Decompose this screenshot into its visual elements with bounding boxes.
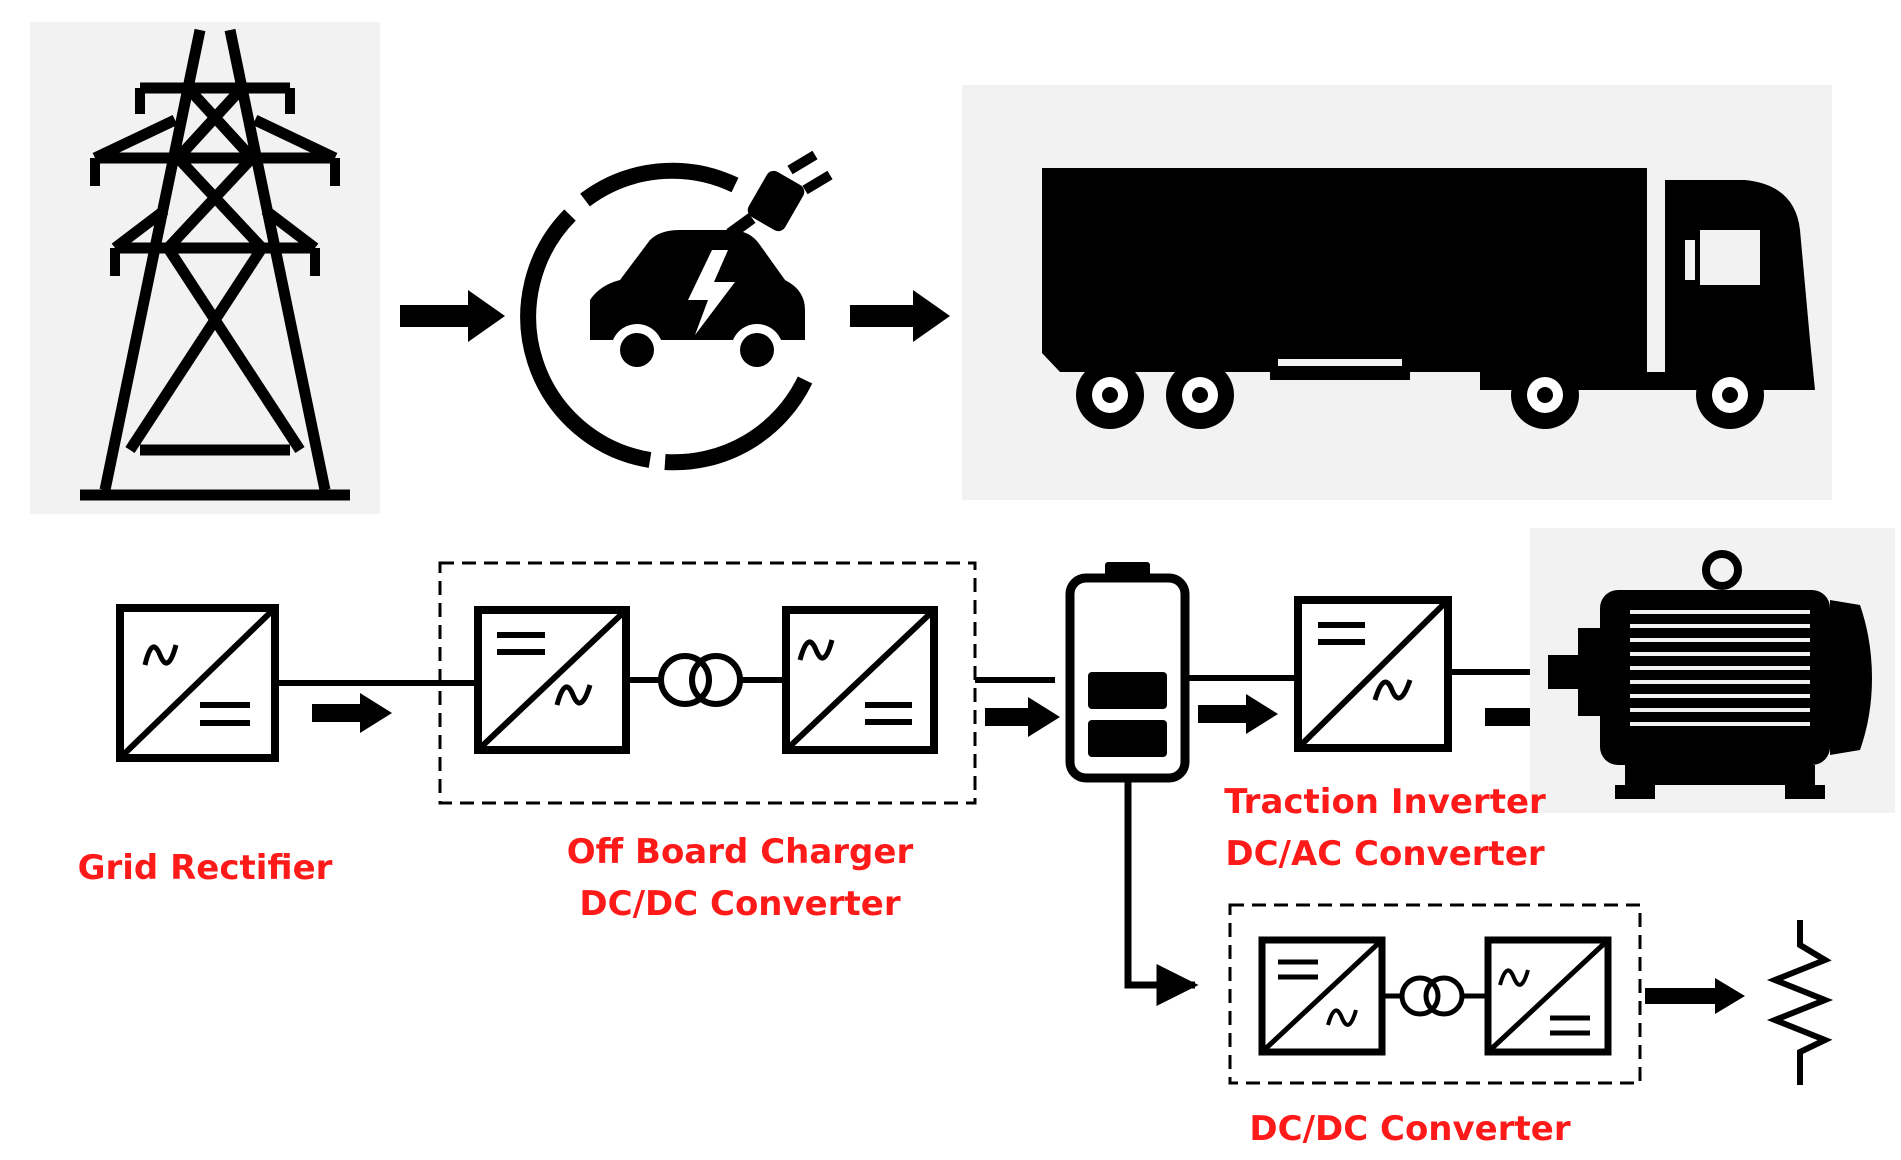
dcdc-converter-group xyxy=(1228,903,1642,1085)
label-off-board-charger-line1: Off Board Charger xyxy=(566,832,914,872)
resistor-icon xyxy=(1766,920,1834,1085)
label-off-board-charger-line2: DC/DC Converter xyxy=(579,884,901,924)
arrow-dcdc-to-load xyxy=(1645,978,1745,1014)
ev-charging-icon xyxy=(520,150,833,471)
arrow-grid-to-charger xyxy=(400,290,505,342)
label-traction-inverter-line1: Traction Inverter xyxy=(1224,782,1546,822)
grid-rectifier-block xyxy=(116,604,279,762)
arrow-charger-to-truck xyxy=(850,290,950,342)
arrow-charger-to-battery xyxy=(985,697,1060,737)
label-traction-inverter: Traction Inverter DC/AC Converter xyxy=(1185,776,1585,880)
truck-icon xyxy=(962,85,1832,500)
label-traction-inverter-line2: DC/AC Converter xyxy=(1225,834,1545,874)
ac-wave-icon xyxy=(142,644,179,666)
battery-icon xyxy=(1065,562,1190,783)
label-off-board-charger: Off Board Charger DC/DC Converter xyxy=(540,826,940,930)
arrow-rectifier-to-charger xyxy=(312,693,392,733)
label-dcdc-converter: DC/DC Converter xyxy=(1249,1109,1571,1149)
transformer-icon xyxy=(658,653,743,707)
label-grid-rectifier: Grid Rectifier xyxy=(77,848,333,888)
off-board-charger-group xyxy=(438,561,977,805)
traction-inverter-block xyxy=(1294,596,1452,752)
electric-motor-icon xyxy=(1530,528,1895,813)
arrow-battery-to-inverter xyxy=(1198,694,1278,734)
transmission-tower-icon xyxy=(30,22,380,514)
